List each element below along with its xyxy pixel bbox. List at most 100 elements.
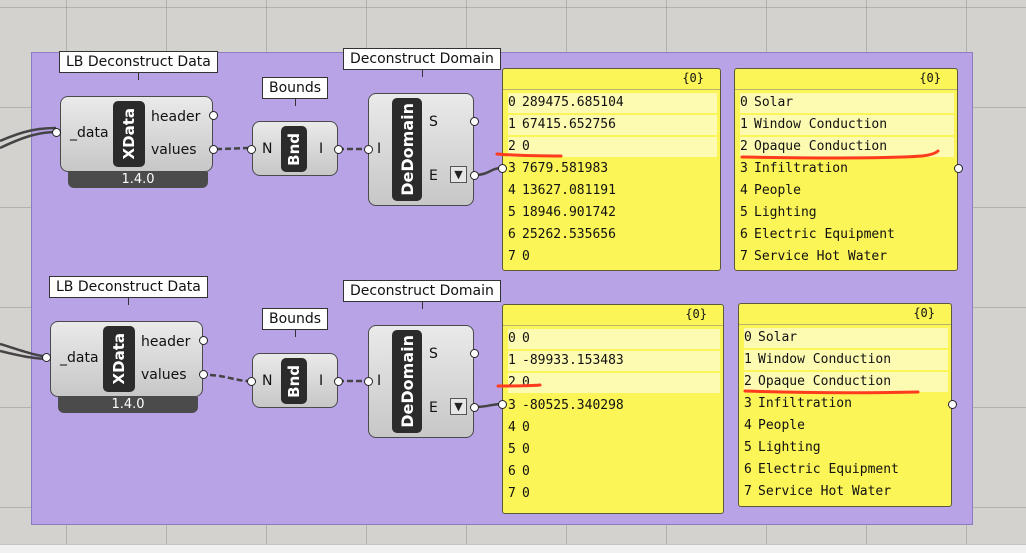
- domain-core: DeDomain: [392, 330, 422, 433]
- domain-core: DeDomain: [392, 98, 422, 201]
- chevron-down-icon[interactable]: ▼: [450, 166, 467, 183]
- xdata-input-data: _data: [70, 125, 109, 141]
- output-port[interactable]: [199, 336, 208, 345]
- panel-path: {0}: [919, 71, 941, 85]
- domain-output-e: E: [429, 168, 438, 184]
- annotation-underline: [496, 383, 542, 388]
- input-port[interactable]: [498, 164, 507, 173]
- bounds-label: Bounds: [262, 308, 329, 337]
- output-port[interactable]: [209, 111, 218, 120]
- input-port[interactable]: [247, 377, 256, 386]
- input-port[interactable]: [364, 377, 373, 386]
- annotation-underline: [740, 149, 940, 160]
- version-badge: 1.4.0: [68, 172, 208, 188]
- bounds-output-i: I: [319, 373, 324, 389]
- panel-path: {0}: [685, 307, 707, 321]
- output-port[interactable]: [209, 145, 218, 154]
- output-port[interactable]: [334, 145, 343, 154]
- input-port[interactable]: [364, 145, 373, 154]
- xdata-component[interactable]: _data XData header values: [50, 321, 203, 397]
- bounds-label: Bounds: [262, 77, 329, 106]
- chevron-down-icon[interactable]: ▼: [450, 398, 467, 415]
- bounds-core: Bnd: [281, 358, 307, 404]
- list-item: 1-89933.153483: [508, 351, 720, 371]
- xdata-output-header: header: [141, 334, 191, 350]
- output-port[interactable]: [948, 400, 957, 409]
- bounds-output-i: I: [319, 141, 324, 157]
- domain-output-s: S: [429, 114, 438, 130]
- output-port[interactable]: [954, 164, 963, 173]
- wire-values-bnd-bottom: [209, 373, 251, 383]
- domain-input-i: I: [377, 141, 382, 157]
- output-port[interactable]: [470, 349, 479, 358]
- version-badge: 1.4.0: [58, 397, 198, 413]
- bounds-input-n: N: [262, 141, 273, 157]
- output-port[interactable]: [199, 370, 208, 379]
- output-port[interactable]: [334, 377, 343, 386]
- panel-header: {0}: [735, 69, 957, 90]
- domain-input-i: I: [377, 373, 382, 389]
- xdata-core: XData: [103, 326, 135, 392]
- annotation-underline: [495, 152, 563, 158]
- deconstruct-domain-label: Deconstruct Domain: [343, 48, 501, 77]
- annotation-underline: [743, 389, 920, 395]
- list-item: 3-80525.340298: [508, 398, 624, 413]
- output-port[interactable]: [470, 403, 479, 412]
- input-port[interactable]: [498, 400, 507, 409]
- bounds-input-n: N: [262, 373, 273, 389]
- panel-header: {0}: [503, 305, 723, 326]
- deconstruct-domain-component[interactable]: I DeDomain S E ▼: [368, 93, 474, 206]
- input-port[interactable]: [247, 145, 256, 154]
- panel-header: {0}: [503, 69, 720, 90]
- deconstruct-domain-label: Deconstruct Domain: [343, 280, 501, 309]
- output-port[interactable]: [470, 171, 479, 180]
- xdata-component[interactable]: _data XData header values: [60, 96, 213, 172]
- bounds-core: Bnd: [281, 126, 307, 172]
- deconstruct-domain-component[interactable]: I DeDomain S E ▼: [368, 325, 474, 438]
- deconstruct-data-label: LB Deconstruct Data: [49, 276, 208, 305]
- xdata-input-data: _data: [60, 350, 99, 366]
- xdata-output-header: header: [151, 109, 201, 125]
- wire-input-top-2: [0, 126, 57, 143]
- input-port[interactable]: [52, 128, 61, 137]
- panel-path: {0}: [682, 71, 704, 85]
- output-port[interactable]: [470, 117, 479, 126]
- input-port[interactable]: [42, 353, 51, 362]
- panel-path: {0}: [913, 306, 935, 320]
- deconstruct-data-label: LB Deconstruct Data: [59, 51, 218, 80]
- xdata-output-values: values: [151, 142, 197, 158]
- canvas-status-bar: [0, 544, 1026, 553]
